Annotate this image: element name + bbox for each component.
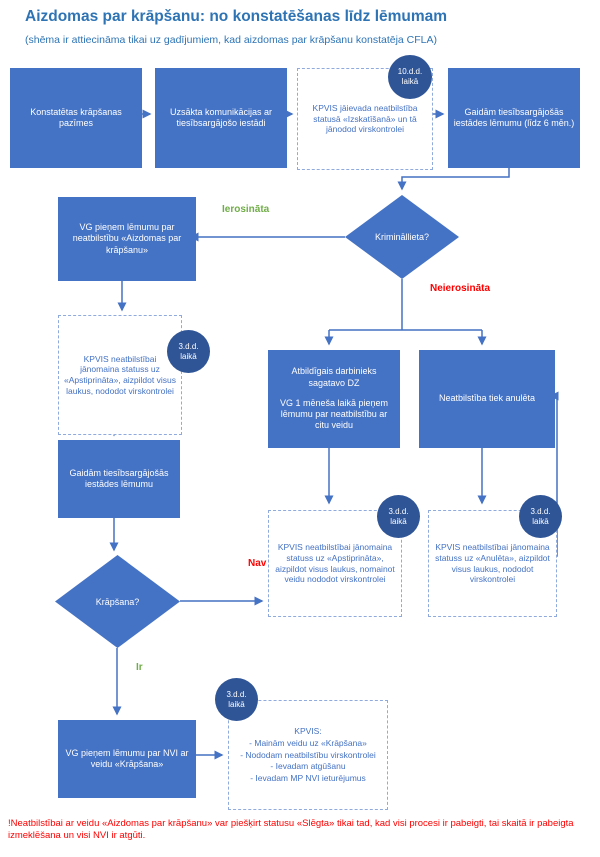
node-vg-decision-fraud-label: VG pieņem lēmumu par NVI ar veidu «Krāpš… (65, 747, 189, 769)
badge-10dd-deadline: 10.d.d. laikā (388, 55, 432, 99)
responsible-line1: Atbildīgais darbinieks sagatavo DZ (291, 366, 377, 388)
footnote: !Neatbilstībai ar veidu «Aizdomas par kr… (8, 818, 574, 842)
decision-fraud: Krāpšana? (55, 555, 180, 648)
responsible-line2: VG 1 mēneša laikā pieņem lēmumu par neat… (279, 397, 389, 431)
node-wait-decision: Gaidām tiesībsargājošās iestādes lēmumu (58, 440, 180, 518)
kpvis-final-item: - Nododam neatbilstību virskontrolei (240, 749, 376, 760)
kpvis-final-item: - Ievadam atgūšanu (270, 761, 346, 772)
page-subtitle: (shēma ir attiecināma tikai uz gadījumie… (25, 34, 438, 46)
node-kpvis-apstiprinata-label: KPVIS neatbilstībai jānomaina statuss uz… (64, 353, 176, 396)
node-annulled: Neatbilstība tiek anulēta (419, 350, 555, 448)
node-vg-decision-suspicion-label: VG pieņem lēmumu par neatbilstību «Aizdo… (72, 222, 182, 255)
kpvis-final-title: KPVIS: (294, 726, 322, 737)
kpvis-final-item: - Mainām veidu uz «Krāpšana» (249, 738, 367, 749)
node-fraud-signs: Konstatētas krāpšanas pazīmes (10, 68, 142, 168)
decision-criminal-case-label: Krimināllieta? (374, 232, 430, 242)
badge-3dd-final: 3.d.d. laikā (215, 678, 258, 721)
node-wait-6m-label: Gaidām tiesībsargājošās iestādes lēmumu … (453, 106, 575, 128)
node-kpvis-final-steps: KPVIS: - Mainām veidu uz «Krāpšana» - No… (228, 700, 388, 810)
node-wait-decision-label: Gaidām tiesībsargājošās iestādes lēmumu (69, 467, 169, 489)
node-kpvis-apstiprinata: KPVIS neatbilstībai jānomaina statuss uz… (58, 315, 182, 435)
node-communication-label: Uzsākta komunikācijas ar tiesībsargājošo… (169, 106, 273, 128)
kpvis-final-list: KPVIS: - Mainām veidu uz «Krāpšana» - No… (240, 726, 376, 783)
label-ierosinata: Ierosināta (222, 204, 270, 215)
decision-fraud-label: Krāpšana? (95, 596, 140, 607)
node-kpvis-anuleta-label: KPVIS neatbilstībai jānomaina statuss uz… (435, 542, 550, 585)
badge-3dd-mid: 3.d.d. laikā (377, 495, 420, 538)
node-wait-6m: Gaidām tiesībsargājošās iestādes lēmumu … (448, 68, 580, 168)
badge-3dd-left: 3.d.d. laikā (167, 330, 210, 373)
node-communication: Uzsākta komunikācijas ar tiesībsargājošo… (155, 68, 287, 168)
kpvis-final-item: - Ievadam MP NVI ieturējumus (250, 772, 366, 783)
node-vg-decision-fraud: VG pieņem lēmumu par NVI ar veidu «Krāpš… (58, 720, 196, 798)
node-fraud-signs-label: Konstatētas krāpšanas pazīmes (30, 106, 122, 128)
responsible-dz-text: Atbildīgais darbinieks sagatavo DZ VG 1 … (273, 366, 395, 431)
node-kpvis-change-type-label: KPVIS neatbilstībai jānomaina statuss uz… (275, 542, 395, 585)
node-kpvis-entry-label: KPVIS jāievada neatbilstība statusā «Izs… (312, 103, 418, 135)
label-nav: Nav (248, 558, 267, 569)
label-neierosinata: Neierosināta (430, 283, 491, 294)
decision-criminal-case: Krimināllieta? (345, 195, 459, 279)
node-annulled-label: Neatbilstība tiek anulēta (438, 393, 536, 404)
label-ir: Ir (136, 662, 143, 673)
node-vg-decision-suspicion: VG pieņem lēmumu par neatbilstību «Aizdo… (58, 197, 196, 281)
page-title: Aizdomas par krāpšanu: no konstatēšanas … (25, 8, 448, 25)
badge-3dd-right: 3.d.d. laikā (519, 495, 562, 538)
node-responsible-dz: Atbildīgais darbinieks sagatavo DZ VG 1 … (268, 350, 400, 448)
